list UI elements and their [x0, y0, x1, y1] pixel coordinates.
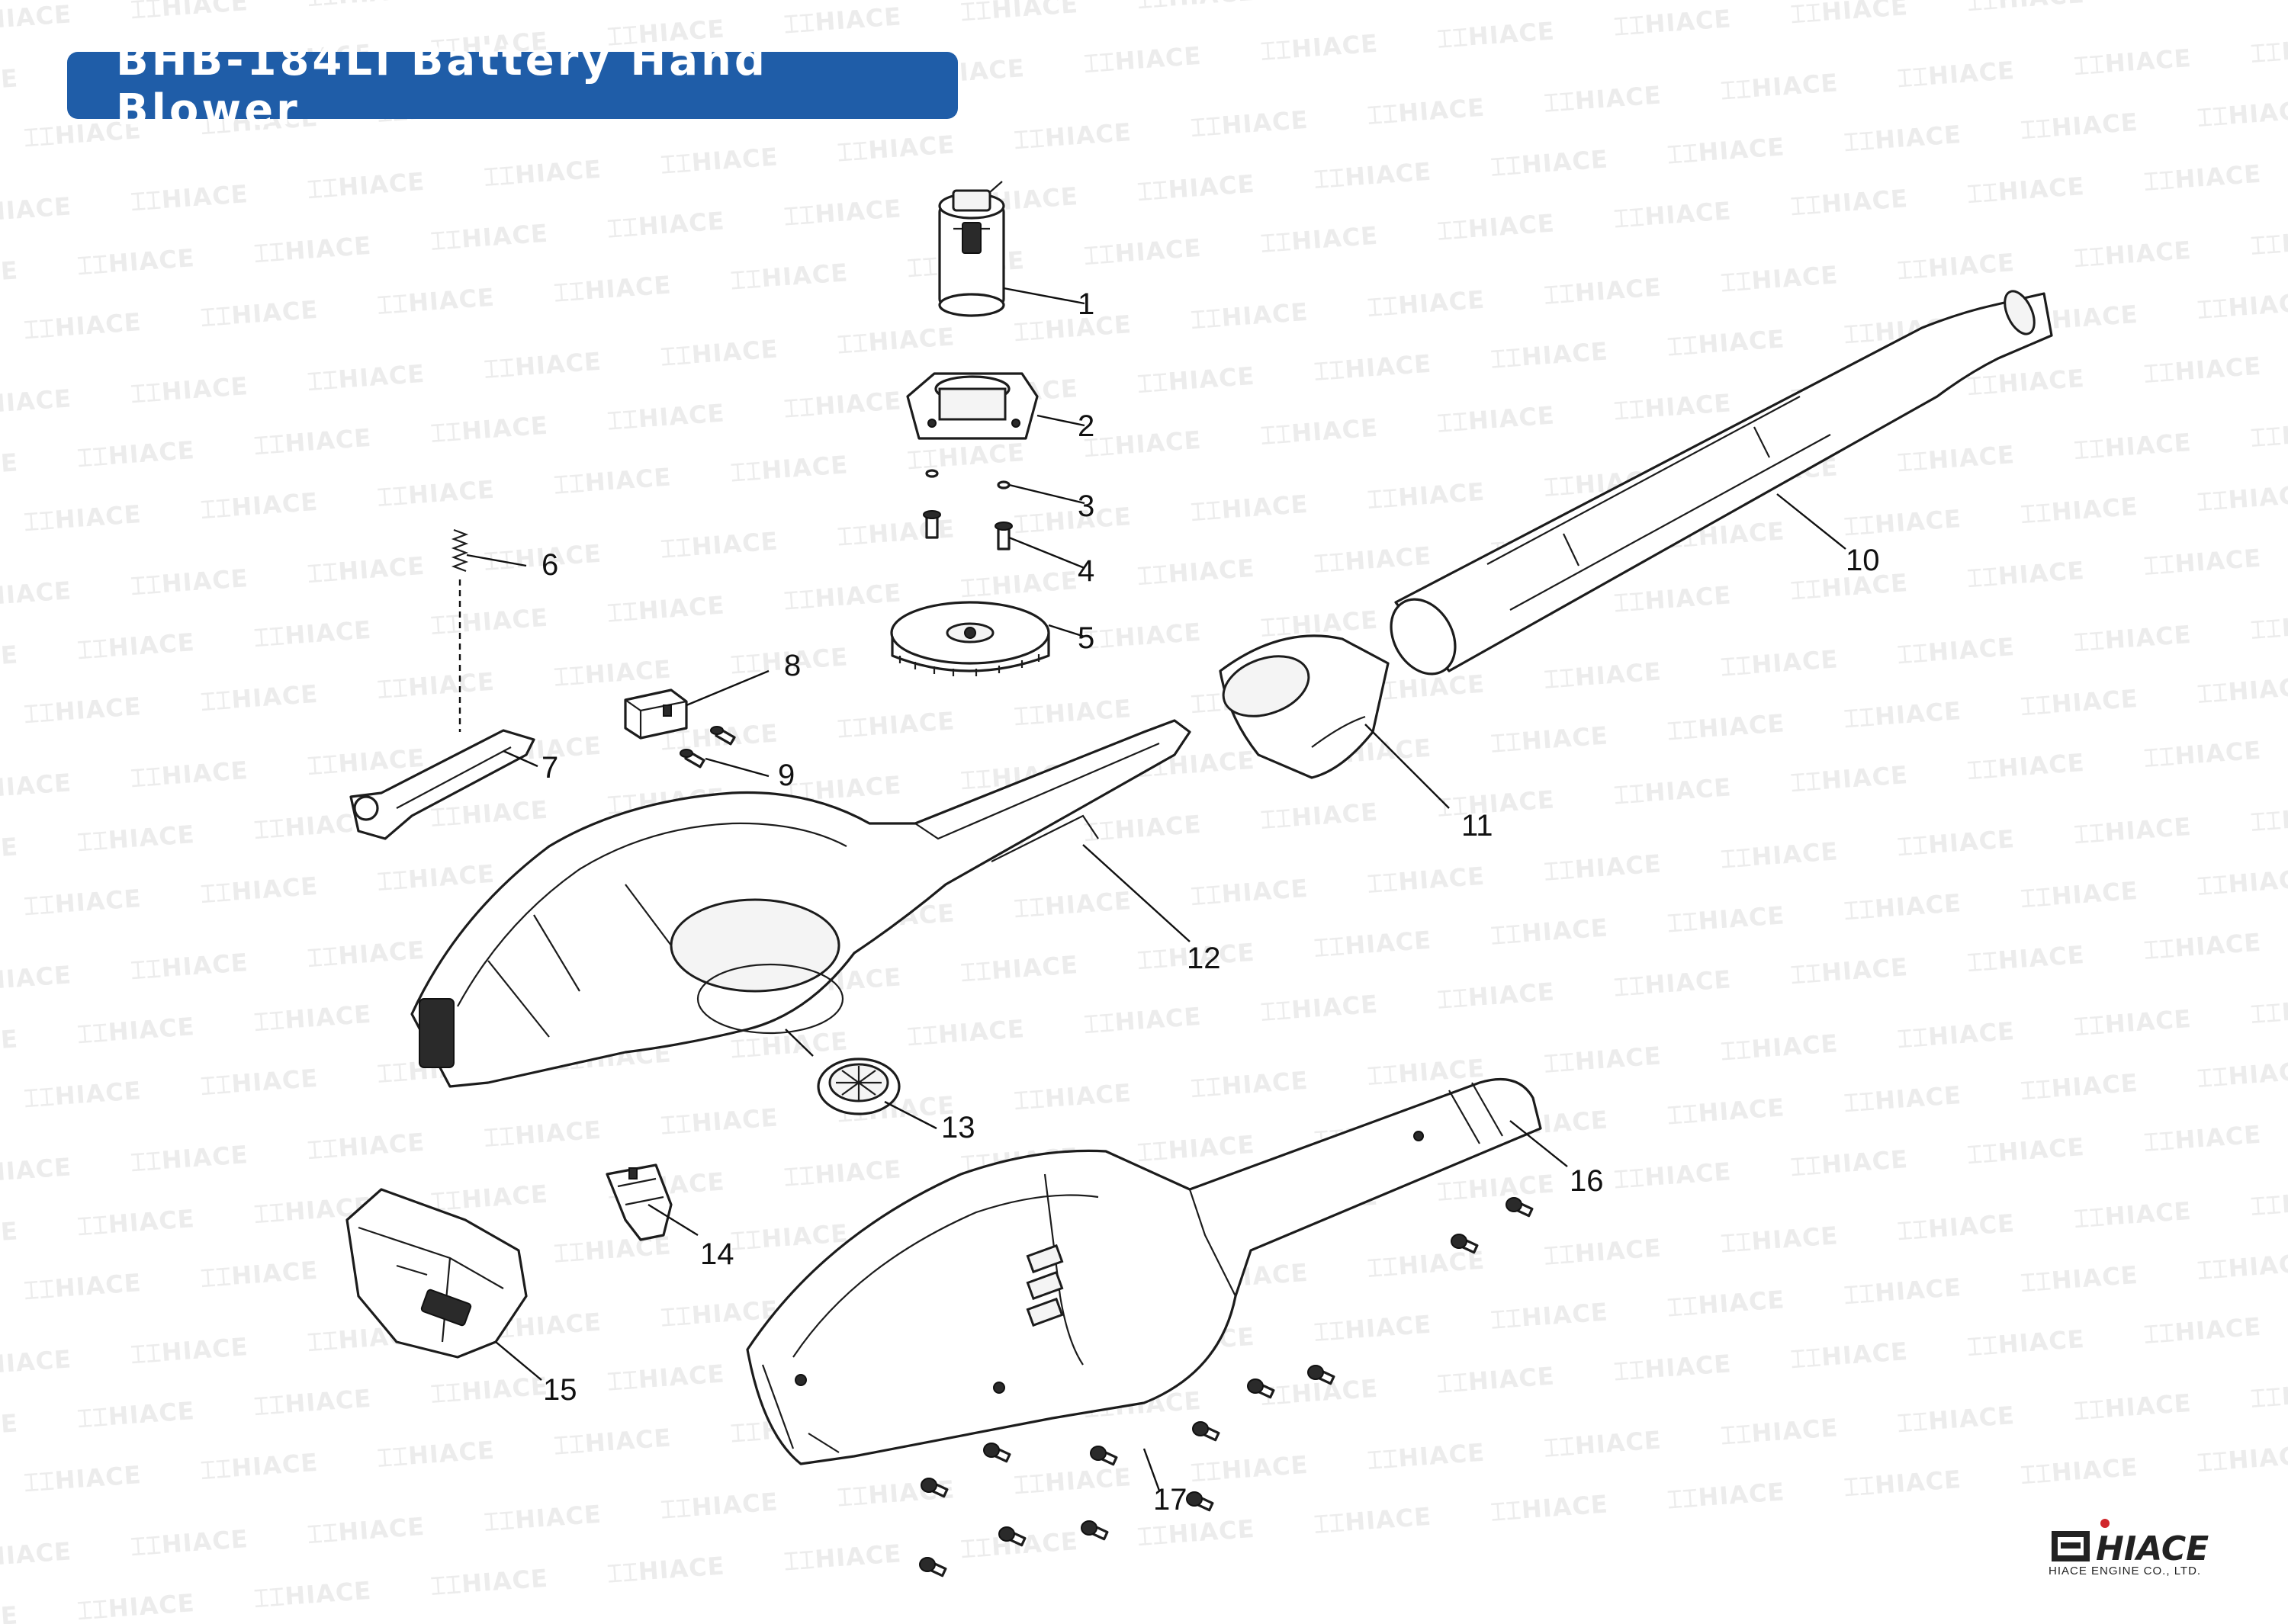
screw-17-head — [1090, 1446, 1107, 1461]
part-15-battery — [345, 1188, 528, 1359]
callout-numbers: 1 2 3 4 5 6 7 8 9 10 11 12 13 14 15 16 1… — [541, 287, 1880, 1516]
callout-12: 12 — [1187, 942, 1221, 975]
callout-1: 1 — [1078, 287, 1094, 321]
callout-14: 14 — [700, 1237, 734, 1271]
hiace-logo-icon: HIACE — [2052, 1519, 2209, 1568]
leader-lines — [466, 287, 1846, 1491]
title-banner: BHB-184Li Battery Hand Blower — [67, 36, 958, 135]
part-14-terminal — [606, 1163, 673, 1241]
callout-15: 15 — [543, 1373, 577, 1407]
part-9-screws — [680, 726, 736, 769]
screw-17-head — [998, 1526, 1015, 1542]
part-2-motor-holder — [906, 372, 1039, 440]
part-5-fan — [890, 601, 1050, 676]
screw-17-head — [1247, 1378, 1264, 1394]
screw-17-head — [921, 1478, 937, 1493]
part-17-screws — [919, 1197, 1534, 1577]
callout-7: 7 — [541, 751, 558, 785]
brand-logo-text: HIACE — [2096, 1529, 2209, 1568]
screw-17-head — [983, 1443, 1000, 1458]
part-6-spring — [451, 528, 469, 732]
callout-6: 6 — [541, 548, 558, 582]
part-3-washer — [925, 469, 1011, 489]
callout-16: 16 — [1570, 1164, 1604, 1198]
part-13-filter-screen — [817, 1058, 901, 1115]
screw-17-head — [1186, 1491, 1203, 1507]
callout-4: 4 — [1078, 554, 1094, 588]
part-8-switch — [624, 688, 688, 740]
callout-2: 2 — [1078, 409, 1094, 443]
screw-17-head — [1451, 1234, 1467, 1249]
part-7-trigger — [349, 729, 535, 840]
part-4-screws — [923, 510, 1013, 550]
part-10-blower-tube — [1390, 290, 2053, 676]
brand-company-name: HIACE ENGINE CO., LTD. — [2049, 1565, 2202, 1577]
part-1-motor — [938, 181, 1005, 317]
screw-17-head — [1307, 1365, 1324, 1380]
screw-17-head — [1506, 1197, 1522, 1212]
screw-17-head — [919, 1557, 936, 1572]
callout-5: 5 — [1078, 621, 1094, 655]
callout-17: 17 — [1153, 1483, 1187, 1516]
part-16-housing-half — [746, 1077, 1542, 1465]
callout-10: 10 — [1846, 544, 1880, 577]
callout-8: 8 — [784, 649, 801, 682]
callout-9: 9 — [778, 759, 795, 792]
part-11-nozzle-adapter — [1219, 634, 1390, 779]
callout-11: 11 — [1461, 809, 1493, 842]
part-12-housing-half — [410, 719, 1191, 1088]
screw-17-head — [1192, 1421, 1209, 1436]
callout-13: 13 — [941, 1111, 975, 1144]
screw-17-head — [1081, 1520, 1097, 1536]
page-title: BHB-184Li Battery Hand Blower — [116, 36, 768, 135]
callout-3: 3 — [1078, 489, 1094, 523]
